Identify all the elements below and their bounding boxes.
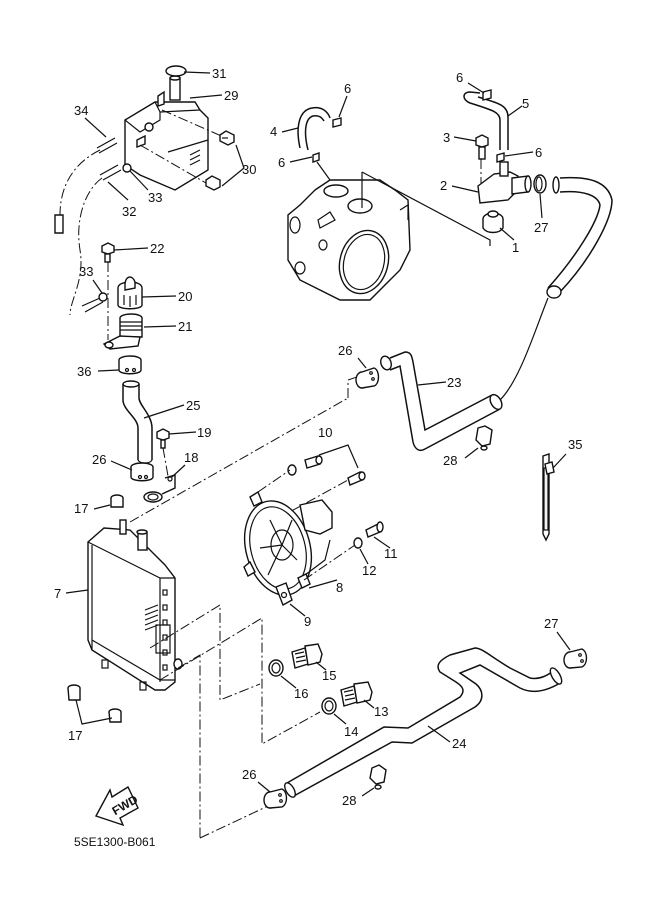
radiator-cap-20[interactable] [117,276,143,310]
callout-8: 8 [336,580,343,595]
screw-10[interactable] [287,455,366,486]
hose-clamp-6[interactable] [332,117,342,128]
thermo-switch-15[interactable] [291,643,323,669]
callout-30: 30 [242,162,256,177]
callout-6a: 6 [344,81,351,96]
fwd-arrow-icon: FWD [94,785,141,827]
callout-7: 7 [54,586,61,601]
reservoir-cap-31[interactable] [165,65,187,77]
bolt-22[interactable] [101,242,115,340]
callout-13: 13 [374,704,388,719]
nut-9[interactable] [275,582,293,607]
callout-19: 19 [197,425,211,440]
callout-35: 35 [568,437,582,452]
bolt-30[interactable] [139,109,235,191]
callout-16: 16 [294,686,308,701]
bracket-18[interactable] [143,474,176,503]
callout-26c: 26 [242,767,256,782]
callout-14: 14 [344,724,358,739]
fan-motor-assembly-8[interactable] [235,490,333,603]
gasket-14[interactable] [321,697,337,715]
hose-clamp-26[interactable] [263,788,288,809]
radiator-hose-23[interactable] [379,351,504,452]
hose-clamp-26[interactable] [355,367,380,389]
callout-28b: 28 [342,793,356,808]
callout-33b: 33 [79,264,93,279]
damper-17[interactable] [110,494,124,508]
radiator-hose-25[interactable] [122,380,153,464]
callout-17a: 17 [74,501,88,516]
callout-31: 31 [212,66,226,81]
callout-26b: 26 [338,343,352,358]
callout-25: 25 [186,398,200,413]
clip-33[interactable] [122,163,132,173]
callout-6b: 6 [278,155,285,170]
callout-33: 33 [148,190,162,205]
hose-clamp-26[interactable] [130,462,154,482]
reservoir-tank-29[interactable] [124,75,209,191]
callout-21: 21 [178,319,192,334]
callout-24: 24 [452,736,466,751]
hose-holder-28[interactable] [369,764,387,790]
callout-15: 15 [322,668,336,683]
radiator-7[interactable] [87,519,183,691]
callout-17b: 17 [68,728,82,743]
callout-26a: 26 [92,452,106,467]
bolt-3[interactable] [475,134,489,193]
drawing-code: 5SE1300-B061 [74,835,156,849]
cylinder-head [287,179,411,301]
callout-29: 29 [224,88,238,103]
breather-hose-34[interactable] [54,137,118,234]
callout-18: 18 [184,450,198,465]
thermostat-cover-2[interactable] [477,161,532,204]
filler-neck-21[interactable] [102,313,143,350]
callout-3: 3 [443,130,450,145]
callout-34: 34 [74,103,88,118]
callout-36: 36 [77,364,91,379]
callout-22: 22 [150,241,164,256]
callout-20: 20 [178,289,192,304]
hose-clamp-6[interactable] [496,152,505,163]
callout-11: 11 [384,546,398,561]
callout-4: 4 [270,124,277,139]
radiator-hose-24[interactable] [283,647,564,799]
callout-27b: 27 [544,616,558,631]
callout-2: 2 [440,178,447,193]
callout-28a: 28 [443,453,457,468]
clip-33[interactable] [81,292,108,313]
hose-clamp-36[interactable] [118,355,142,375]
hose-clamp-6[interactable] [312,152,320,163]
callout-27a: 27 [534,220,548,235]
thermo-switch-13[interactable] [340,681,373,707]
hose-clamp-27[interactable] [533,174,547,194]
hose-4[interactable] [297,106,331,151]
callout-1: 1 [512,240,519,255]
callout-12: 12 [362,563,376,578]
hose-32[interactable] [69,164,122,316]
bolt-19[interactable] [156,428,170,477]
screw-11[interactable] [365,521,384,538]
callout-32: 32 [122,204,136,219]
washer-12[interactable] [353,537,363,549]
callout-23: 23 [447,375,461,390]
callout-6d: 6 [535,145,542,160]
hose-holder-28[interactable] [475,425,493,451]
callout-10: 10 [318,425,332,440]
callout-9: 9 [304,614,311,629]
callout-6c: 6 [456,70,463,85]
hose-clamp-27[interactable] [563,648,588,669]
gasket-16[interactable] [268,659,284,677]
damper-17[interactable] [67,684,122,723]
hose-clamp-6[interactable] [482,89,492,101]
cable-tie-35[interactable] [542,453,555,542]
thermostat-1[interactable] [482,210,504,234]
callout-5: 5 [522,96,529,111]
radiator-hose-upper[interactable] [546,176,613,299]
